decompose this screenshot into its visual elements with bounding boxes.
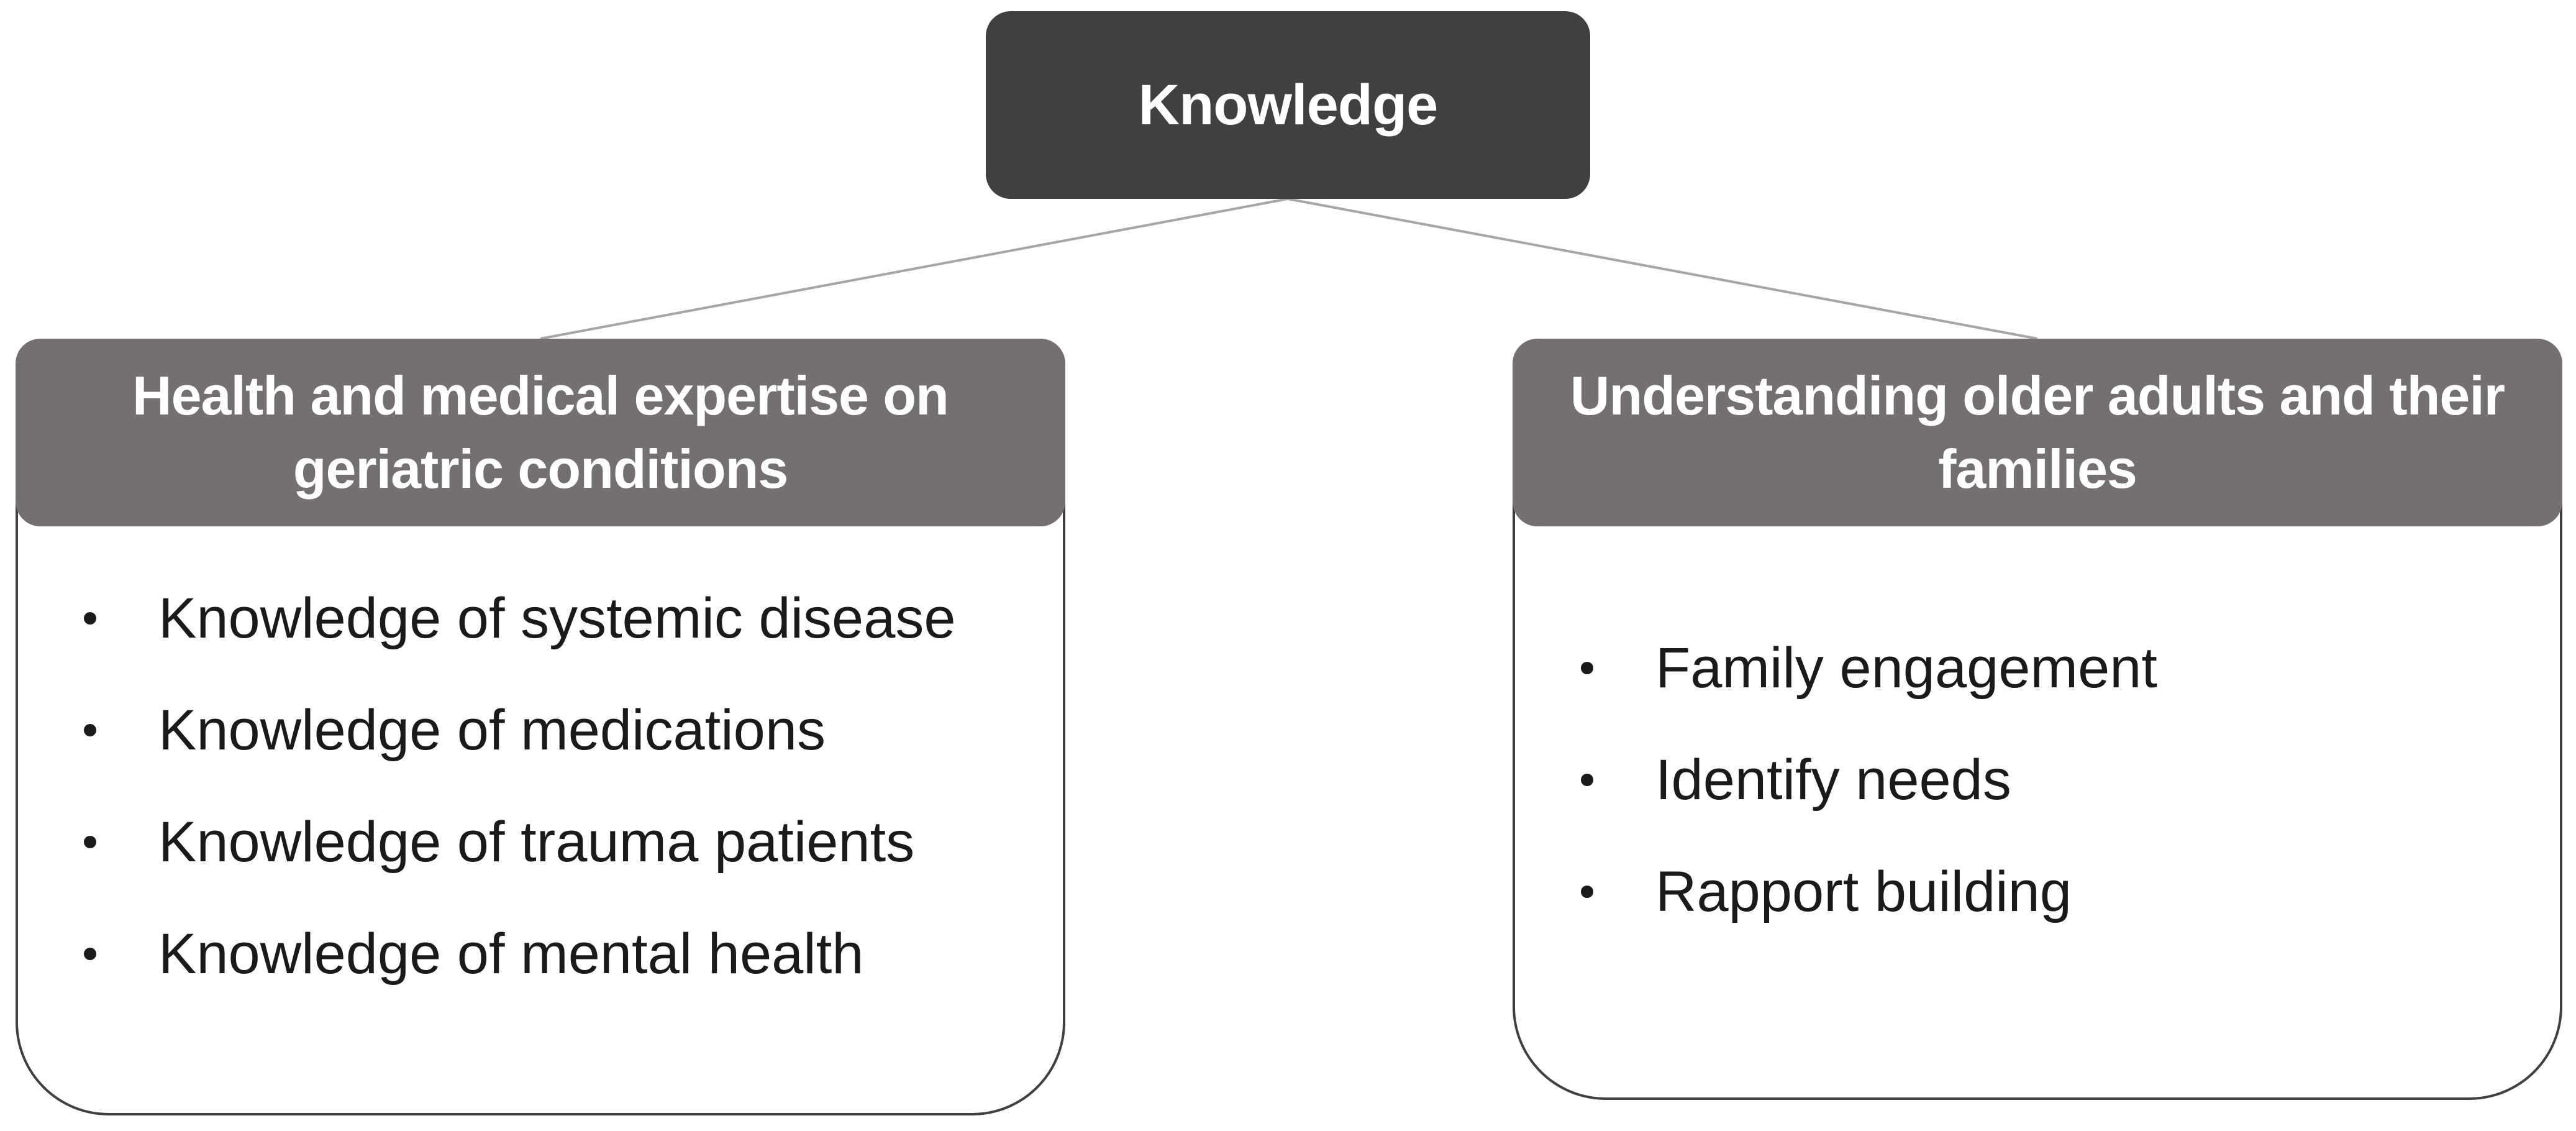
list-item: Knowledge of systemic disease [84,562,1065,674]
root-node: Knowledge [986,11,1590,199]
bullet-icon [84,948,96,960]
list-item-label: Family engagement [1655,636,2157,700]
branch-body [16,488,1065,1115]
list-item-label: Rapport building [1655,859,2072,923]
bullet-icon [84,724,96,736]
branch-title: Health and medical expertise on geriatri… [132,365,949,500]
list-item: Knowledge of medications [84,674,1065,786]
bullet-list: Knowledge of systemic disease Knowledge … [16,562,1065,1010]
root-title: Knowledge [1138,73,1439,137]
list-item: Knowledge of mental health [84,898,1065,1010]
bullet-icon [84,612,96,625]
branch-title: Understanding older adults and their fam… [1570,365,2505,500]
list-item-label: Knowledge of medications [158,698,826,762]
connector-root-to-left [540,198,1288,340]
list-item-label: Knowledge of mental health [158,922,864,986]
branch-body [1513,488,2562,1100]
branch-header: Health and medical expertise on geriatri… [16,339,1065,526]
list-item: Rapport building [1581,836,2562,948]
list-item-label: Identify needs [1655,748,2011,812]
bullet-icon [1581,774,1593,786]
list-item-label: Knowledge of systemic disease [158,586,956,650]
list-item: Identify needs [1581,724,2562,836]
branch-health-medical: Health and medical expertise on geriatri… [16,339,1065,1115]
bullet-icon [1581,662,1593,674]
branch-header: Understanding older adults and their fam… [1513,339,2562,526]
list-item: Family engagement [1581,612,2562,724]
bullet-list: Family engagement Identify needs Rapport… [1513,612,2562,948]
connector-root-to-right [1287,198,2038,340]
list-item-label: Knowledge of trauma patients [158,810,915,874]
branch-older-adults-families: Understanding older adults and their fam… [1513,339,2562,1100]
list-item: Knowledge of trauma patients [84,786,1065,898]
bullet-icon [1581,886,1593,898]
bullet-icon [84,836,96,848]
